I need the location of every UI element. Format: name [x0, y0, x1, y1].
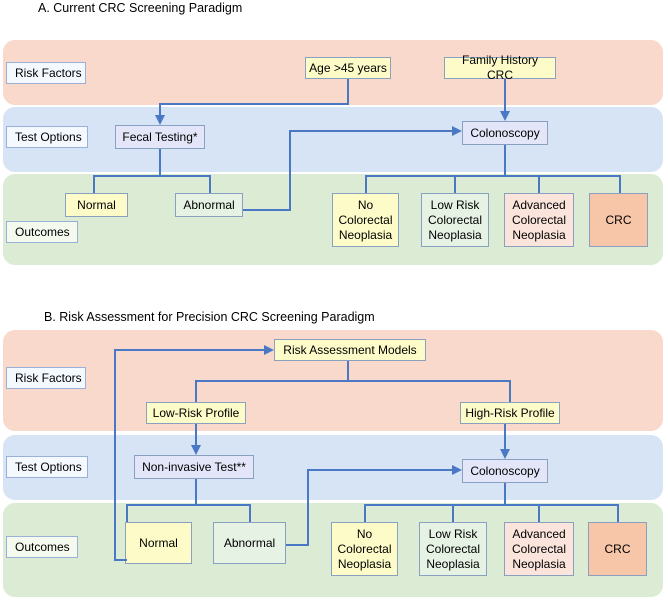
panel-b-abnormal-box: Abnormal [213, 522, 286, 564]
a-abnormal-to-colonoscopy-arrow [243, 126, 462, 211]
panel-b-no-neoplasia-box: No Colorectal Neoplasia [331, 522, 398, 576]
panel-b-noninvasive-test-box: Non-invasive Test** [134, 455, 254, 479]
panel-b-low-risk-box: Low Risk Colorectal Neoplasia [419, 522, 487, 576]
panel-a-outcomes-label: Outcomes [6, 221, 78, 243]
b-risk-models-branch [195, 361, 511, 402]
panel-b-low-risk-profile-box: Low-Risk Profile [146, 402, 246, 424]
panel-a-family-history-box: Family History CRC [444, 53, 556, 82]
panel-a-crc-box: CRC [589, 193, 648, 247]
panel-b-advanced-box: Advanced Colorectal Neoplasia [504, 522, 574, 576]
panel-a-fecal-testing-box: Fecal Testing* [115, 125, 205, 149]
b-noninvasive-outcomes-branch [126, 479, 251, 522]
panel-b-risk-factors-label: Risk Factors [6, 367, 86, 389]
panel-a-normal-box: Normal [65, 193, 128, 217]
panel-a-no-neoplasia-box: No Colorectal Neoplasia [332, 193, 399, 247]
panel-a-age-box: Age >45 years [305, 57, 391, 79]
panel-a-test-options-label: Test Options [6, 126, 88, 148]
b-loop-to-risk-models-arrow [114, 345, 274, 561]
b-abnormal-to-colonoscopy-arrow [286, 465, 462, 546]
panel-b-colonoscopy-box: Colonoscopy [462, 459, 548, 483]
panel-b-crc-box: CRC [588, 522, 647, 576]
panel-b-outcomes-label: Outcomes [6, 536, 78, 558]
panel-a-abnormal-box: Abnormal [175, 193, 243, 217]
panel-b-risk-models-box: Risk Assessment Models [274, 339, 426, 361]
b-colonoscopy-outcomes-branch [364, 483, 619, 522]
panel-a-advanced-box: Advanced Colorectal Neoplasia [504, 193, 574, 247]
panel-a-title: A. Current CRC Screening Paradigm [38, 1, 243, 15]
panel-b-test-band [3, 435, 663, 500]
a-fecal-outcomes-branch [93, 149, 211, 193]
panel-a-risk-factors-label: Risk Factors [6, 62, 86, 84]
panel-a-low-risk-box: Low Risk Colorectal Neoplasia [421, 193, 489, 247]
panel-a-test-band [3, 107, 663, 172]
panel-b-test-options-label: Test Options [6, 456, 88, 478]
panel-b-title: B. Risk Assessment for Precision CRC Scr… [44, 310, 375, 324]
panel-b-high-risk-profile-box: High-Risk Profile [460, 402, 560, 424]
a-age-to-fecal-arrow [155, 79, 349, 125]
panel-b-normal-box: Normal [125, 522, 192, 564]
panel-a-colonoscopy-box: Colonoscopy [462, 121, 548, 145]
a-colonoscopy-outcomes-branch [365, 145, 621, 193]
